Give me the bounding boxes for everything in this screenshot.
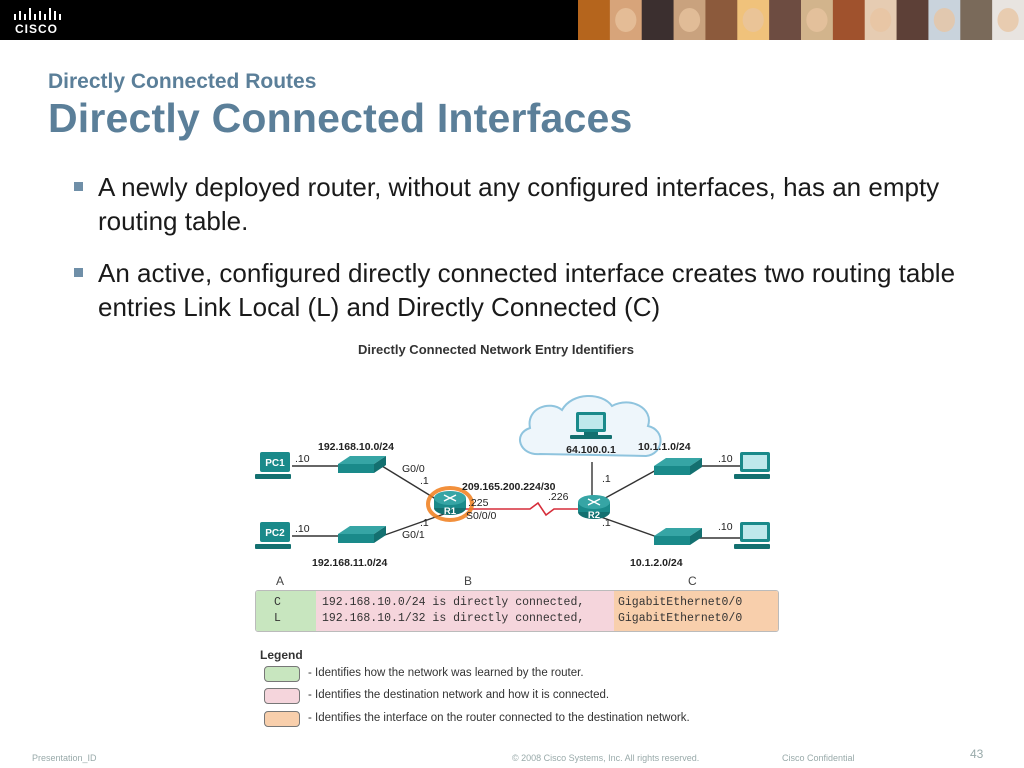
header-photo-tile [832,0,866,40]
router-r1-icon [426,486,474,522]
legend-text: - Identifies the destination network and… [308,689,610,701]
r1-g00-ip-label: .1 [420,475,429,487]
header-photo-face [870,8,892,32]
r2-lan4-ip-label: .1 [602,517,611,529]
bullet-text: An active, configured directly connected… [98,258,956,322]
route-code: C [274,596,281,609]
bullet-marker-icon [74,182,83,191]
r2-lan3-host-label: .10 [718,453,733,465]
router-r2-icon [578,495,610,519]
header-photo-tile [705,0,738,40]
legend-text: - Identifies how the network was learned… [308,667,584,679]
header-photo-face [806,8,828,32]
pc1-host-label: .10 [295,453,310,465]
legend-swatch [264,688,300,704]
lan1-label: 192.168.10.0/24 [318,441,394,453]
pc1-label: PC1 [265,458,285,469]
header-photo-face [997,8,1019,32]
r1-g01-ip-label: .1 [420,517,429,529]
header-photo-tile [896,0,929,40]
cisco-wordmark: CISCO [15,22,59,36]
wan-label: 209.165.200.224/30 [462,481,556,493]
r2-label: R2 [588,510,600,521]
column-label-a: A [276,574,285,588]
photo-strip [578,0,1024,40]
route-network: 192.168.10.1/32 is directly connected, [322,612,585,625]
cisco-logo: CISCO [10,6,62,36]
legend-swatch [264,711,300,727]
r2-lan4-host-label: .10 [718,521,733,533]
column-label-c: C [688,574,697,588]
r2-s0-ip-label: .226 [548,491,569,503]
bullet-text: A newly deployed router, without any con… [98,172,940,236]
pc2-host-label: .10 [295,523,310,535]
route-interface: GigabitEthernet0/0 [618,612,743,625]
page-number: 43 [970,747,984,761]
network-topology-diagram: 64.100.0.1 PC1 PC2 [255,394,770,569]
lan2-label: 192.168.11.0/24 [312,557,387,569]
cisco-bars-icon [14,8,61,20]
footer-confidential: Cisco Confidential [782,753,855,763]
pc3-icon [734,452,770,479]
column-label-b: B [464,574,473,588]
header-photo-face [615,8,637,32]
r2-lan3-ip-label: .1 [602,473,611,485]
header-photo-tile [960,0,993,40]
serial-link [460,501,590,517]
route-interface: GigabitEthernet0/0 [618,596,743,609]
legend-swatch [264,666,300,682]
footer-copyright: © 2008 Cisco Systems, Inc. All rights re… [512,753,700,763]
slide-title: Directly Connected Interfaces [48,95,633,141]
switch-icon-1 [338,456,386,473]
pc4-icon [734,522,770,549]
route-network: 192.168.10.0/24 is directly connected, [322,596,585,609]
bullet-item: An active, configured directly connected… [74,256,994,324]
pc2-label: PC2 [265,528,285,539]
header-photo-face [933,8,955,32]
bullet-list: A newly deployed router, without any con… [74,170,994,342]
g01-label: G0/1 [402,529,425,541]
header-photo-face [742,8,764,32]
network-column [316,591,614,631]
legend-text: - Identifies the interface on the router… [308,712,690,724]
code-column [256,591,316,631]
header-photo-tile [641,0,675,40]
switch-icon-3 [654,458,702,475]
header-photo-tile [769,0,802,40]
r1-s0-label: S0/0/0 [466,510,497,522]
footer-presentation-id: Presentation_ID [32,753,97,763]
g00-label: G0/0 [402,463,425,475]
legend-title: Legend [260,648,303,662]
routing-table-excerpt: C 192.168.10.0/24 is directly connected,… [255,590,779,632]
header-photo-tile [578,0,611,40]
pc1-icon [255,452,291,479]
bullet-item: A newly deployed router, without any con… [74,170,994,238]
cloud-ip-label: 64.100.0.1 [566,444,616,456]
switch-icon-2 [338,526,386,543]
header-photo-face [678,8,701,32]
lan3-label: 10.1.1.0/24 [638,441,691,453]
route-code: L [274,612,281,625]
interface-column [614,591,778,631]
figure-title: Directly Connected Network Entry Identif… [358,342,634,357]
slide-subtitle: Directly Connected Routes [48,70,317,93]
pc2-icon [255,522,291,549]
link-lines [292,462,742,539]
r1-s0-ip-label: .225 [468,497,489,509]
server-icon [570,412,612,439]
lan4-label: 10.1.2.0/24 [630,557,683,569]
figure: Directly Connected Network Entry Identif… [250,338,790,738]
r1-label: R1 [444,506,457,517]
bullet-marker-icon [74,268,83,277]
switch-icon-4 [654,528,702,545]
header-bar: CISCO [0,0,1024,40]
